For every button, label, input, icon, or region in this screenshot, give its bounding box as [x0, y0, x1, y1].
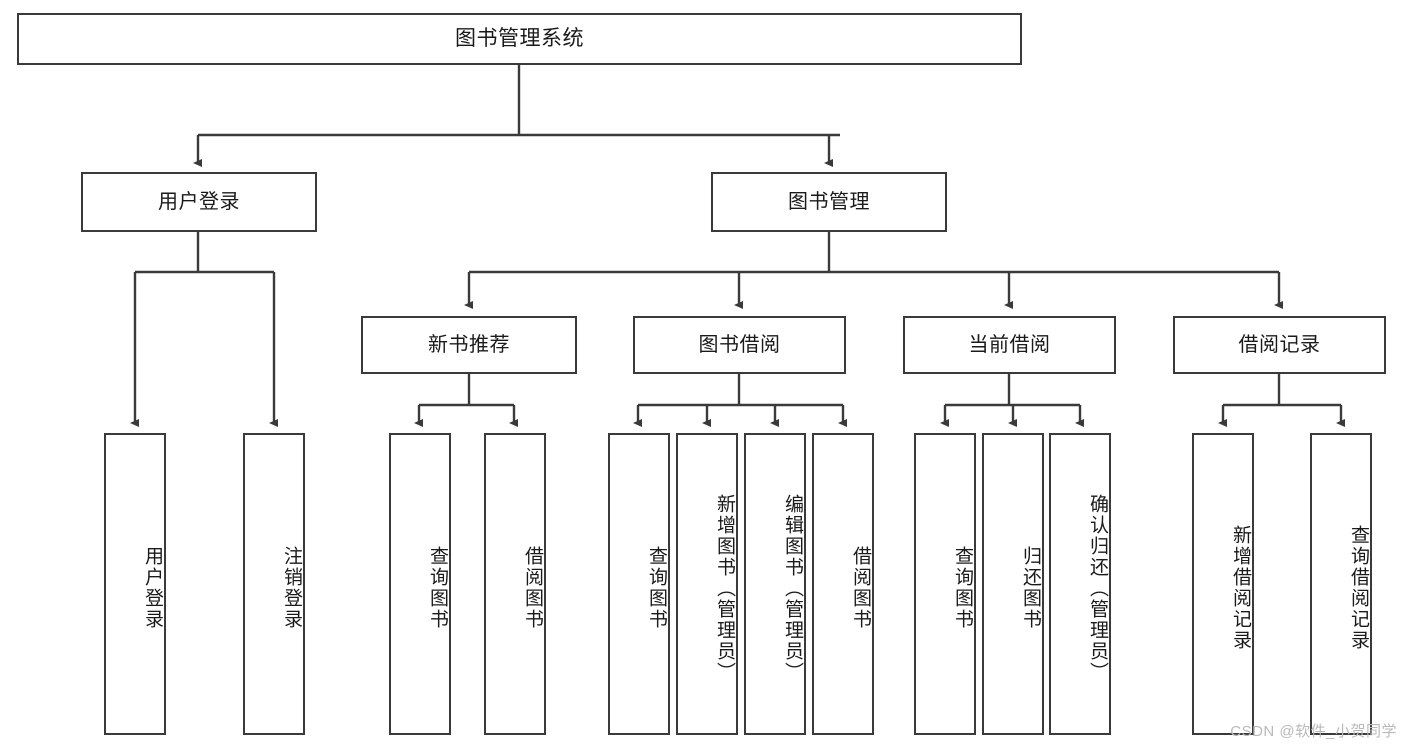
leaf-return-book[interactable]: 归还图书 [982, 433, 1044, 735]
node-user-login[interactable]: 用户登录 [81, 172, 317, 232]
leaf-confirm-return-admin[interactable]: 确认归还（管理员） [1049, 433, 1111, 735]
leaf-add-book-admin[interactable]: 新增图书（管理员） [676, 433, 738, 735]
leaf-query-book-cb[interactable]: 查询图书 [914, 433, 976, 735]
leaf-logout[interactable]: 注销登录 [243, 433, 305, 735]
leaf-query-borrow-record[interactable]: 查询借阅记录 [1310, 433, 1372, 735]
node-borrow-record[interactable]: 借阅记录 [1173, 316, 1386, 374]
leaf-user-login[interactable]: 用户登录 [104, 433, 166, 735]
node-root-system[interactable]: 图书管理系统 [17, 13, 1022, 65]
node-book-borrow[interactable]: 图书借阅 [633, 316, 846, 374]
watermark-text: CSDN @软件_小贺同学 [1230, 723, 1397, 740]
leaf-query-book-bb[interactable]: 查询图书 [608, 433, 670, 735]
leaf-query-book-nbr[interactable]: 查询图书 [389, 433, 451, 735]
leaf-edit-book-admin[interactable]: 编辑图书（管理员） [744, 433, 806, 735]
node-new-book-recommend[interactable]: 新书推荐 [361, 316, 577, 374]
leaf-add-borrow-record[interactable]: 新增借阅记录 [1192, 433, 1254, 735]
leaf-borrow-book-nbr[interactable]: 借阅图书 [484, 433, 546, 735]
node-book-management[interactable]: 图书管理 [711, 172, 947, 232]
node-current-borrow[interactable]: 当前借阅 [903, 316, 1116, 374]
leaf-borrow-book-bb[interactable]: 借阅图书 [812, 433, 874, 735]
